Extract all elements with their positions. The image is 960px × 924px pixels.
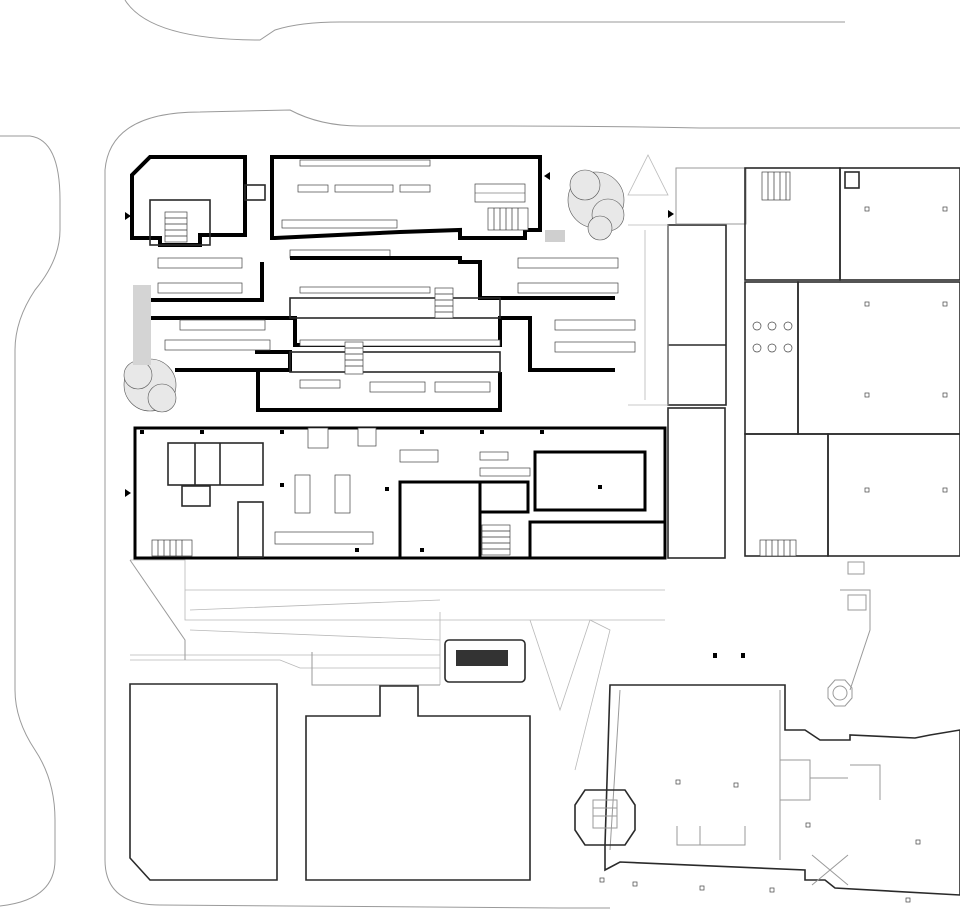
ramp xyxy=(130,654,440,669)
room xyxy=(398,480,482,560)
room xyxy=(167,442,264,486)
street-curb-top xyxy=(124,0,845,41)
room xyxy=(533,450,647,512)
staircase xyxy=(761,171,791,201)
staircase xyxy=(164,211,188,243)
staircase xyxy=(151,539,193,557)
terrace-slab xyxy=(289,351,501,373)
staircase xyxy=(759,539,797,557)
neighbor-building xyxy=(744,167,841,281)
historic-building xyxy=(574,653,960,903)
neighbor-building xyxy=(839,167,960,281)
staircase xyxy=(487,207,529,231)
room xyxy=(237,501,264,558)
entrance-arrow xyxy=(125,489,131,497)
planted-bed xyxy=(545,230,565,242)
courtyard-geometry xyxy=(627,154,669,406)
entrance-canopy xyxy=(847,594,867,611)
elevator xyxy=(844,171,860,189)
reading-room-furniture xyxy=(281,159,526,259)
neighbor-building xyxy=(744,281,799,435)
courtyard-tree xyxy=(123,358,177,413)
columns xyxy=(599,653,921,903)
columns xyxy=(864,206,948,493)
water-basin xyxy=(444,639,526,683)
terrace-wall xyxy=(150,256,615,302)
entrance-arrow xyxy=(125,212,131,220)
main-building-wall xyxy=(270,155,542,240)
neighbor-building xyxy=(827,433,960,557)
terrace-wall xyxy=(150,316,615,372)
room xyxy=(528,520,667,560)
terraces xyxy=(133,256,636,412)
staircase xyxy=(481,524,511,556)
water-basin-fill xyxy=(456,650,508,666)
main-building-wall xyxy=(130,155,247,247)
neighbor-building xyxy=(305,685,531,881)
street-curb-upper xyxy=(104,109,960,260)
room xyxy=(478,480,530,514)
spiral-stair xyxy=(811,854,849,886)
neighbor-building xyxy=(744,433,829,557)
trees xyxy=(123,169,625,413)
terrace-slab xyxy=(289,297,501,319)
street-curb-left xyxy=(0,135,61,907)
street-curb-main xyxy=(104,260,610,909)
south-blocks xyxy=(129,683,531,881)
entrance-arrows xyxy=(125,172,674,497)
vestibule xyxy=(244,184,266,201)
planted-bed xyxy=(133,285,151,365)
ramp xyxy=(130,559,665,641)
ramp xyxy=(439,612,611,771)
entrance-canopy xyxy=(847,561,865,575)
neighbor-building xyxy=(129,683,278,881)
neighbor-building xyxy=(797,281,960,435)
cafe-tables xyxy=(752,321,793,353)
columns xyxy=(140,430,602,552)
round-tower xyxy=(827,679,853,707)
east-buildings xyxy=(667,167,960,611)
neighbor-building xyxy=(667,407,726,559)
entrance-arrow xyxy=(544,172,550,180)
stair-hall xyxy=(149,199,211,246)
round-tower xyxy=(574,789,636,846)
north-wing xyxy=(130,155,565,259)
terrace-seating xyxy=(157,257,636,393)
neighbor-building xyxy=(667,224,727,406)
staircase xyxy=(344,341,364,375)
ramps xyxy=(129,559,871,771)
ground-floor-block xyxy=(133,426,667,560)
room xyxy=(181,485,211,507)
neighbor-building xyxy=(675,167,747,225)
staircase xyxy=(434,287,454,319)
exhibit-plinths xyxy=(274,427,531,545)
courtyard-tree xyxy=(567,169,625,241)
neighbor-building xyxy=(604,684,960,896)
entrance-arrow xyxy=(668,210,674,218)
